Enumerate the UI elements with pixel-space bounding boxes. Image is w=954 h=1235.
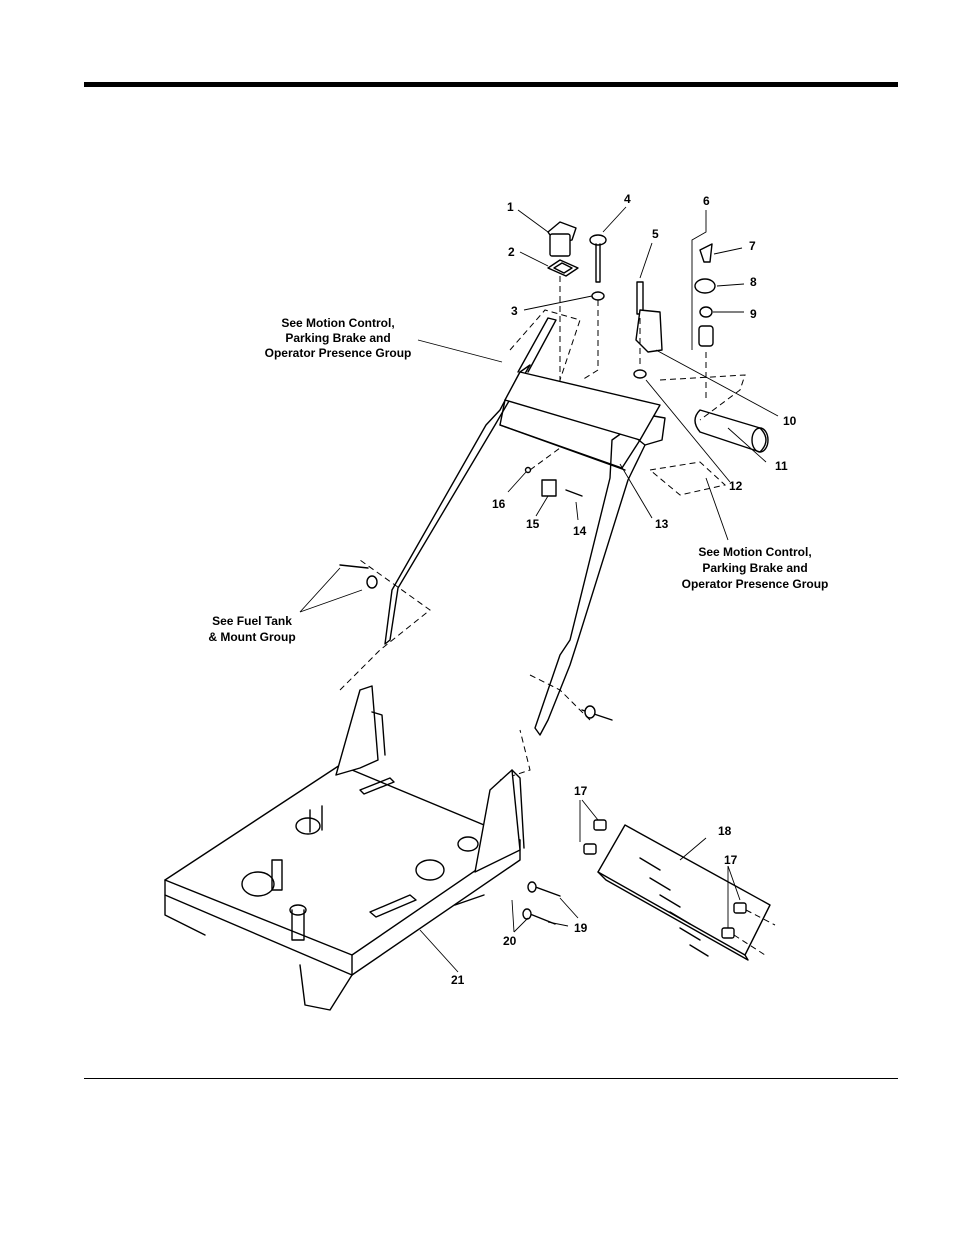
callout-9: 9 [750,307,757,321]
svg-text:Operator Presence Group: Operator Presence Group [682,577,829,591]
callout-4: 4 [624,192,631,206]
callout-12: 12 [729,479,743,493]
callout-18: 18 [718,824,732,838]
callout-10: 10 [783,414,797,428]
svg-text:See Motion Control,: See Motion Control, [698,545,811,559]
callout-3: 3 [511,304,518,318]
callout-11: 11 [775,459,788,473]
callout-2: 2 [508,245,515,259]
note-motion-control-right: See Motion Control, Parking Brake and Op… [682,545,829,591]
callout-17-right: 17 [724,853,738,867]
svg-text:Parking Brake and: Parking Brake and [285,331,390,345]
callout-21: 21 [451,973,465,987]
fasteners [340,565,612,720]
callout-6: 6 [703,194,710,208]
callout-20: 20 [503,934,517,948]
callout-15: 15 [526,517,540,531]
callout-7: 7 [749,239,756,253]
cover-plate [523,820,775,960]
svg-text:& Mount Group: & Mount Group [208,630,295,644]
note-fuel-tank: See Fuel Tank & Mount Group [208,614,295,644]
svg-text:Parking Brake and: Parking Brake and [702,561,807,575]
svg-text:See Fuel Tank: See Fuel Tank [212,614,292,628]
callout-13: 13 [655,517,669,531]
callout-14: 14 [573,524,587,538]
callout-17-left: 17 [574,784,588,798]
switch-parts [526,222,716,496]
callout-5: 5 [652,227,659,241]
svg-text:Operator Presence Group: Operator Presence Group [265,346,412,360]
note-motion-control-top: See Motion Control, Parking Brake and Op… [265,316,412,360]
callout-19: 19 [574,921,588,935]
callout-1: 1 [507,200,514,214]
svg-text:See Motion Control,: See Motion Control, [281,316,394,330]
callout-16: 16 [492,497,506,511]
frame-assembly [165,686,524,1010]
callout-8: 8 [750,275,757,289]
